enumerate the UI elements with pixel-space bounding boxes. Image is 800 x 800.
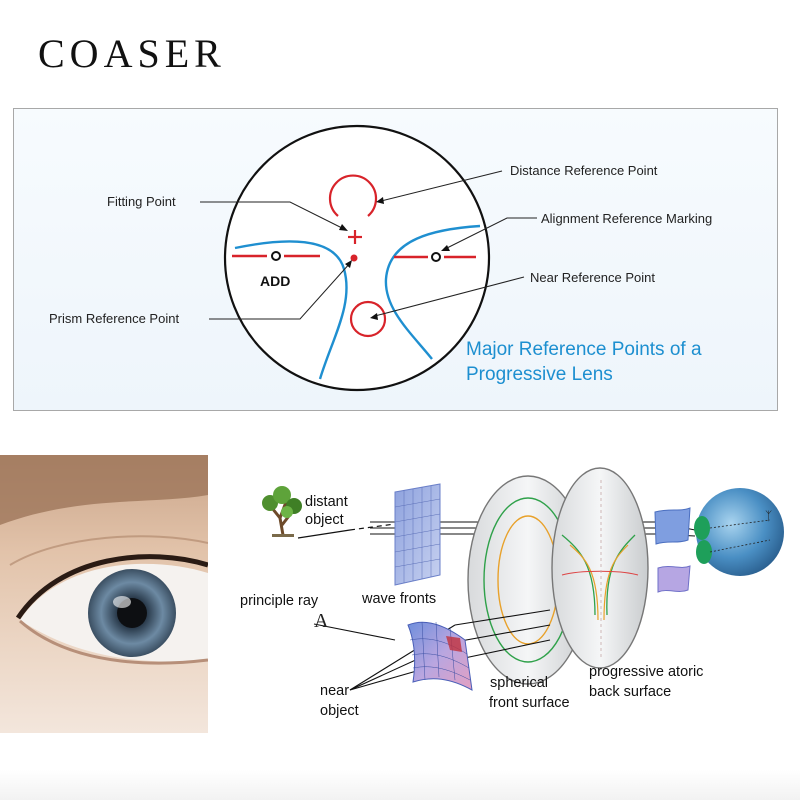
lens-diagram-panel: ADD Fitting Point Prism Reference Point … bbox=[13, 108, 778, 411]
lens-diagram: ADD Fitting Point Prism Reference Point … bbox=[49, 124, 712, 392]
principle-ray-label: principle ray bbox=[240, 593, 319, 609]
progressive-label-1: progressive atoric bbox=[589, 664, 703, 680]
fitting-point-label: Fitting Point bbox=[107, 194, 176, 209]
near-wave-surface bbox=[407, 621, 473, 691]
wave-front-grid bbox=[394, 483, 441, 586]
near-letter: A bbox=[314, 610, 329, 632]
bottom-strip bbox=[0, 770, 800, 800]
optics-diagram: ᛉ distant object principle ray wave fron… bbox=[240, 467, 784, 719]
eye-photo bbox=[0, 455, 208, 733]
tree-icon bbox=[262, 486, 302, 537]
left-alignment-circle bbox=[271, 251, 281, 261]
distant-object-label-2: object bbox=[305, 512, 344, 528]
right-corridor-boundary bbox=[384, 224, 481, 360]
progressive-back-surface bbox=[551, 467, 649, 669]
spherical-label-2: front surface bbox=[489, 695, 570, 711]
eye-model: ᛉ bbox=[694, 488, 784, 576]
progressive-label-2: back surface bbox=[589, 684, 671, 700]
spherical-label-1: spherical bbox=[490, 675, 548, 691]
prism-reference-dot bbox=[350, 254, 358, 262]
prism-reference-point-label: Prism Reference Point bbox=[49, 311, 179, 326]
add-label: ADD bbox=[260, 273, 290, 289]
brand-logo: COASER bbox=[38, 31, 226, 76]
near-object-label-1: near bbox=[320, 683, 349, 699]
near-reference-circle bbox=[349, 300, 387, 338]
near-object-label-2: object bbox=[320, 703, 359, 719]
right-alignment-circle bbox=[431, 252, 441, 262]
alignment-reference-marking-label: Alignment Reference Marking bbox=[541, 211, 712, 226]
left-corridor-boundary bbox=[234, 240, 348, 380]
distance-reference-point-label: Distance Reference Point bbox=[510, 163, 658, 178]
svg-text:ᛉ: ᛉ bbox=[765, 509, 772, 523]
caption-line-1: Major Reference Points of a bbox=[466, 339, 702, 360]
distance-reference-circle bbox=[328, 174, 378, 217]
wave-fronts-label: wave fronts bbox=[361, 591, 436, 607]
near-reference-point-label: Near Reference Point bbox=[530, 270, 655, 285]
distant-object-label-1: distant bbox=[305, 494, 348, 510]
caption-line-2: Progressive Lens bbox=[466, 364, 613, 385]
